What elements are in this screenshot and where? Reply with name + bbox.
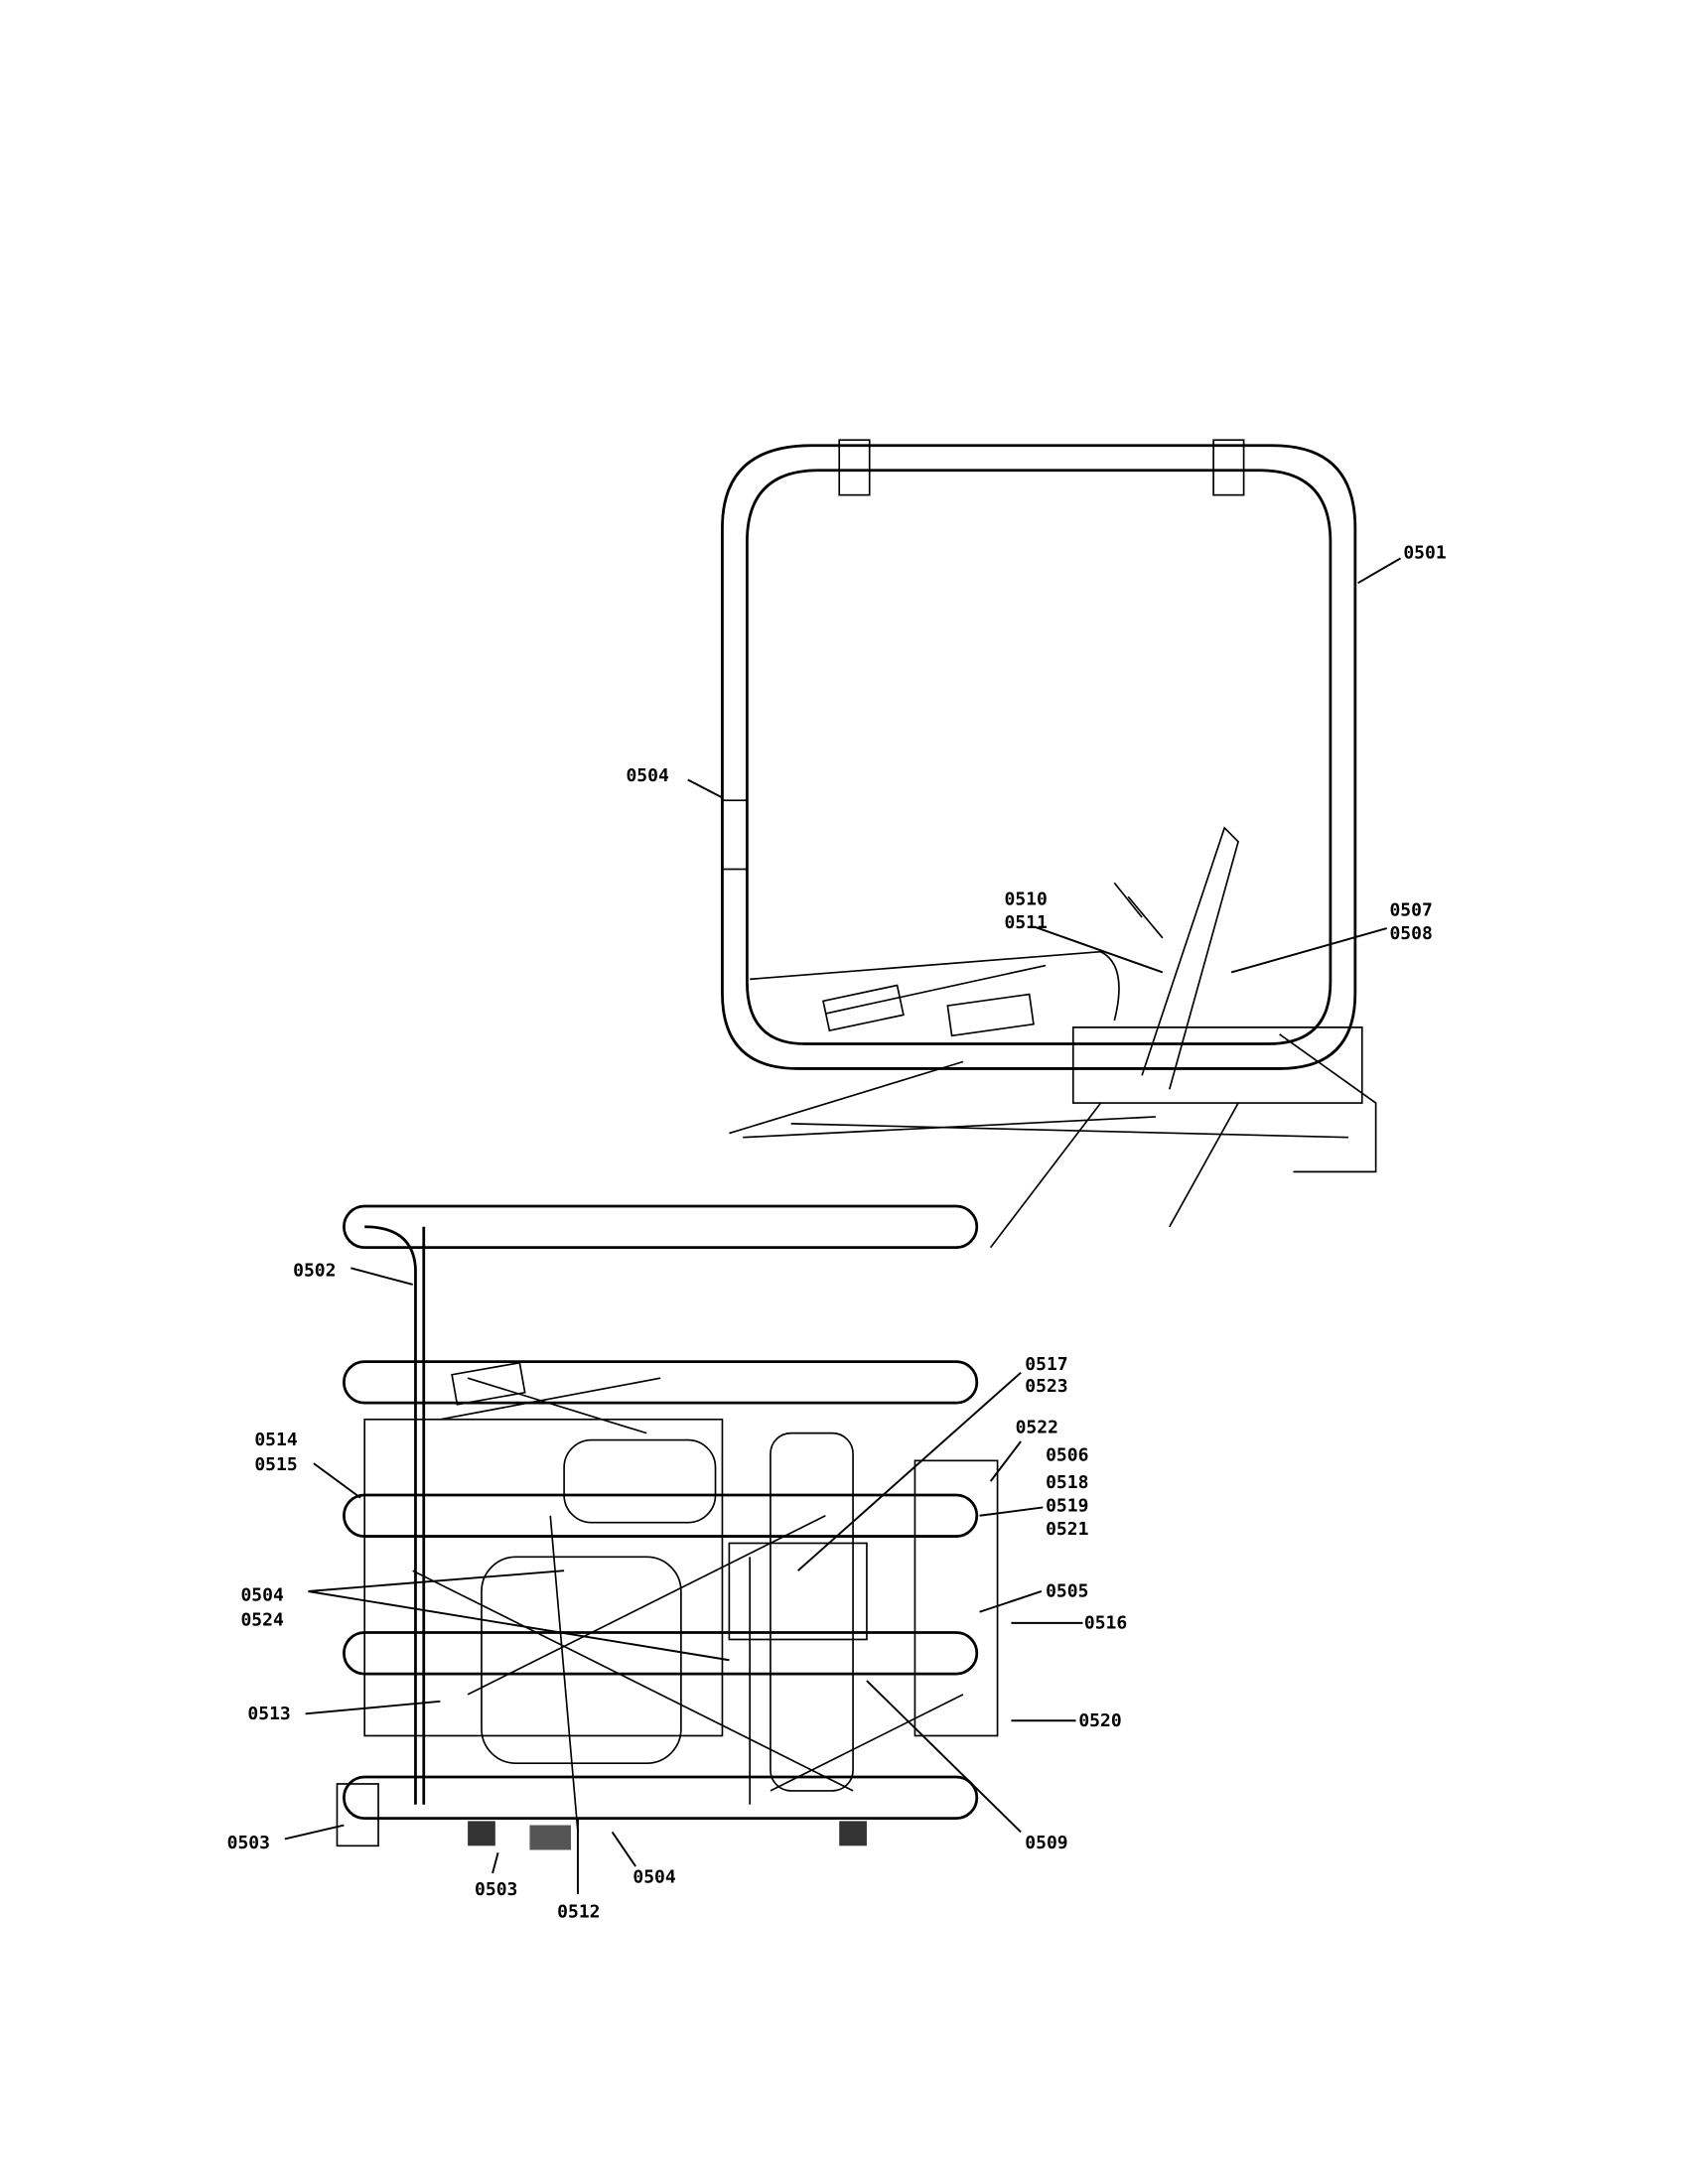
label-0518: 0518 [1046, 1472, 1088, 1493]
label-0516: 0516 [1084, 1612, 1127, 1633]
label-0502: 0502 [293, 1261, 336, 1282]
callout-labels: 0501 0504 0510 0511 0507 0508 0502 0517 … [227, 542, 1447, 1922]
label-0504: 0504 [240, 1585, 284, 1606]
label-0503: 0503 [475, 1879, 517, 1900]
label-0503: 0503 [227, 1833, 270, 1853]
label-0506: 0506 [1046, 1444, 1088, 1465]
leader-lines [284, 557, 1402, 1894]
label-0521: 0521 [1046, 1519, 1088, 1540]
label-0514: 0514 [254, 1430, 298, 1450]
label-0515: 0515 [254, 1454, 297, 1475]
label-0504: 0504 [632, 1867, 676, 1888]
label-0508: 0508 [1389, 923, 1432, 944]
bracket [336, 1783, 379, 1847]
label-0512: 0512 [557, 1901, 600, 1922]
label-0507: 0507 [1389, 900, 1432, 921]
label-0524: 0524 [240, 1610, 284, 1631]
fitting [468, 1821, 495, 1846]
label-0513: 0513 [247, 1704, 290, 1724]
label-0509: 0509 [1025, 1833, 1067, 1853]
fitting [839, 1821, 867, 1846]
label-0505: 0505 [1046, 1581, 1088, 1602]
clip [1212, 439, 1245, 496]
clip [838, 439, 871, 496]
coupling [721, 799, 749, 871]
label-0522: 0522 [1016, 1418, 1058, 1438]
label-0519: 0519 [1046, 1496, 1088, 1517]
lower-tube-assembly [336, 1204, 999, 1850]
upper-frame-assembly [721, 439, 1377, 1249]
label-0520: 0520 [1078, 1710, 1121, 1731]
fitting [529, 1825, 572, 1850]
label-0511: 0511 [1005, 912, 1048, 933]
label-0501: 0501 [1403, 542, 1446, 563]
label-0510: 0510 [1005, 889, 1048, 910]
label-0504: 0504 [626, 765, 669, 786]
label-0523: 0523 [1025, 1376, 1067, 1397]
label-0517: 0517 [1025, 1354, 1067, 1375]
